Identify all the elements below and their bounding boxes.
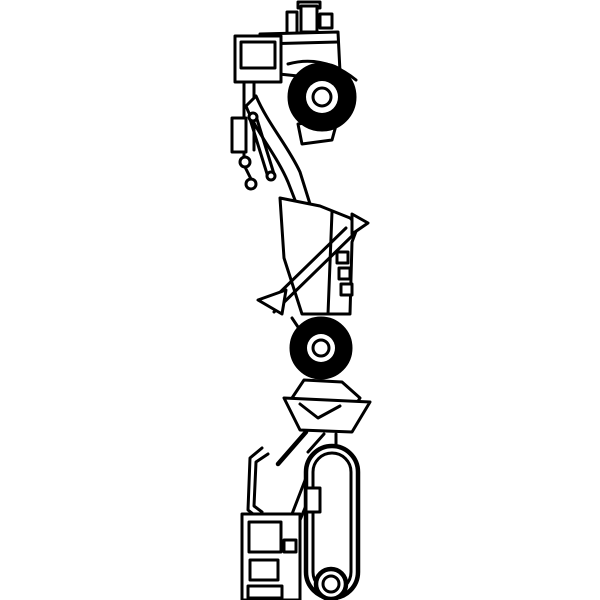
bowl-spike — [256, 288, 288, 316]
hood-box — [318, 12, 334, 30]
ejector-bracket — [350, 212, 370, 236]
front-hub — [311, 86, 333, 108]
rear-window — [247, 520, 283, 554]
rear-drum-wheel — [303, 443, 361, 600]
air-cleaner-stack — [285, 10, 299, 36]
cab-window — [239, 40, 277, 70]
bowl-step-3 — [339, 282, 354, 297]
front-wheel — [287, 62, 357, 132]
rear-skirt — [246, 584, 284, 600]
drum-hub-outer — [313, 566, 349, 600]
rear-panel — [248, 558, 280, 582]
exhaust-stack — [299, 4, 319, 34]
scraper-bowl — [256, 196, 370, 316]
hitch-chevron — [298, 402, 342, 420]
cutting-edge-lower — [272, 234, 354, 314]
cylinder-pin-top — [247, 111, 259, 123]
drum-tab — [304, 486, 322, 514]
rear-hub — [311, 338, 331, 358]
bowl-ridge — [326, 210, 334, 316]
hitch-flare — [282, 396, 372, 434]
strut-right — [306, 432, 326, 454]
rear-engine-unit — [240, 429, 361, 600]
tractor-unit — [230, 0, 358, 191]
lift-cylinder-rod — [248, 117, 270, 179]
strut-left — [275, 429, 309, 467]
lift-arm-inner — [252, 452, 270, 514]
bowl-tail-line — [290, 316, 302, 332]
cylinder-pin-bottom — [265, 170, 277, 182]
rear-vent — [282, 538, 298, 554]
bowl-step-2 — [337, 266, 352, 281]
hose-line — [243, 165, 253, 181]
hitch-frame — [282, 378, 372, 434]
side-tank — [230, 116, 248, 154]
rear-wheel — [289, 316, 353, 380]
bowl-step-1 — [335, 250, 350, 265]
drum-hub-inner — [321, 574, 341, 594]
lift-cylinder-body — [254, 114, 276, 176]
